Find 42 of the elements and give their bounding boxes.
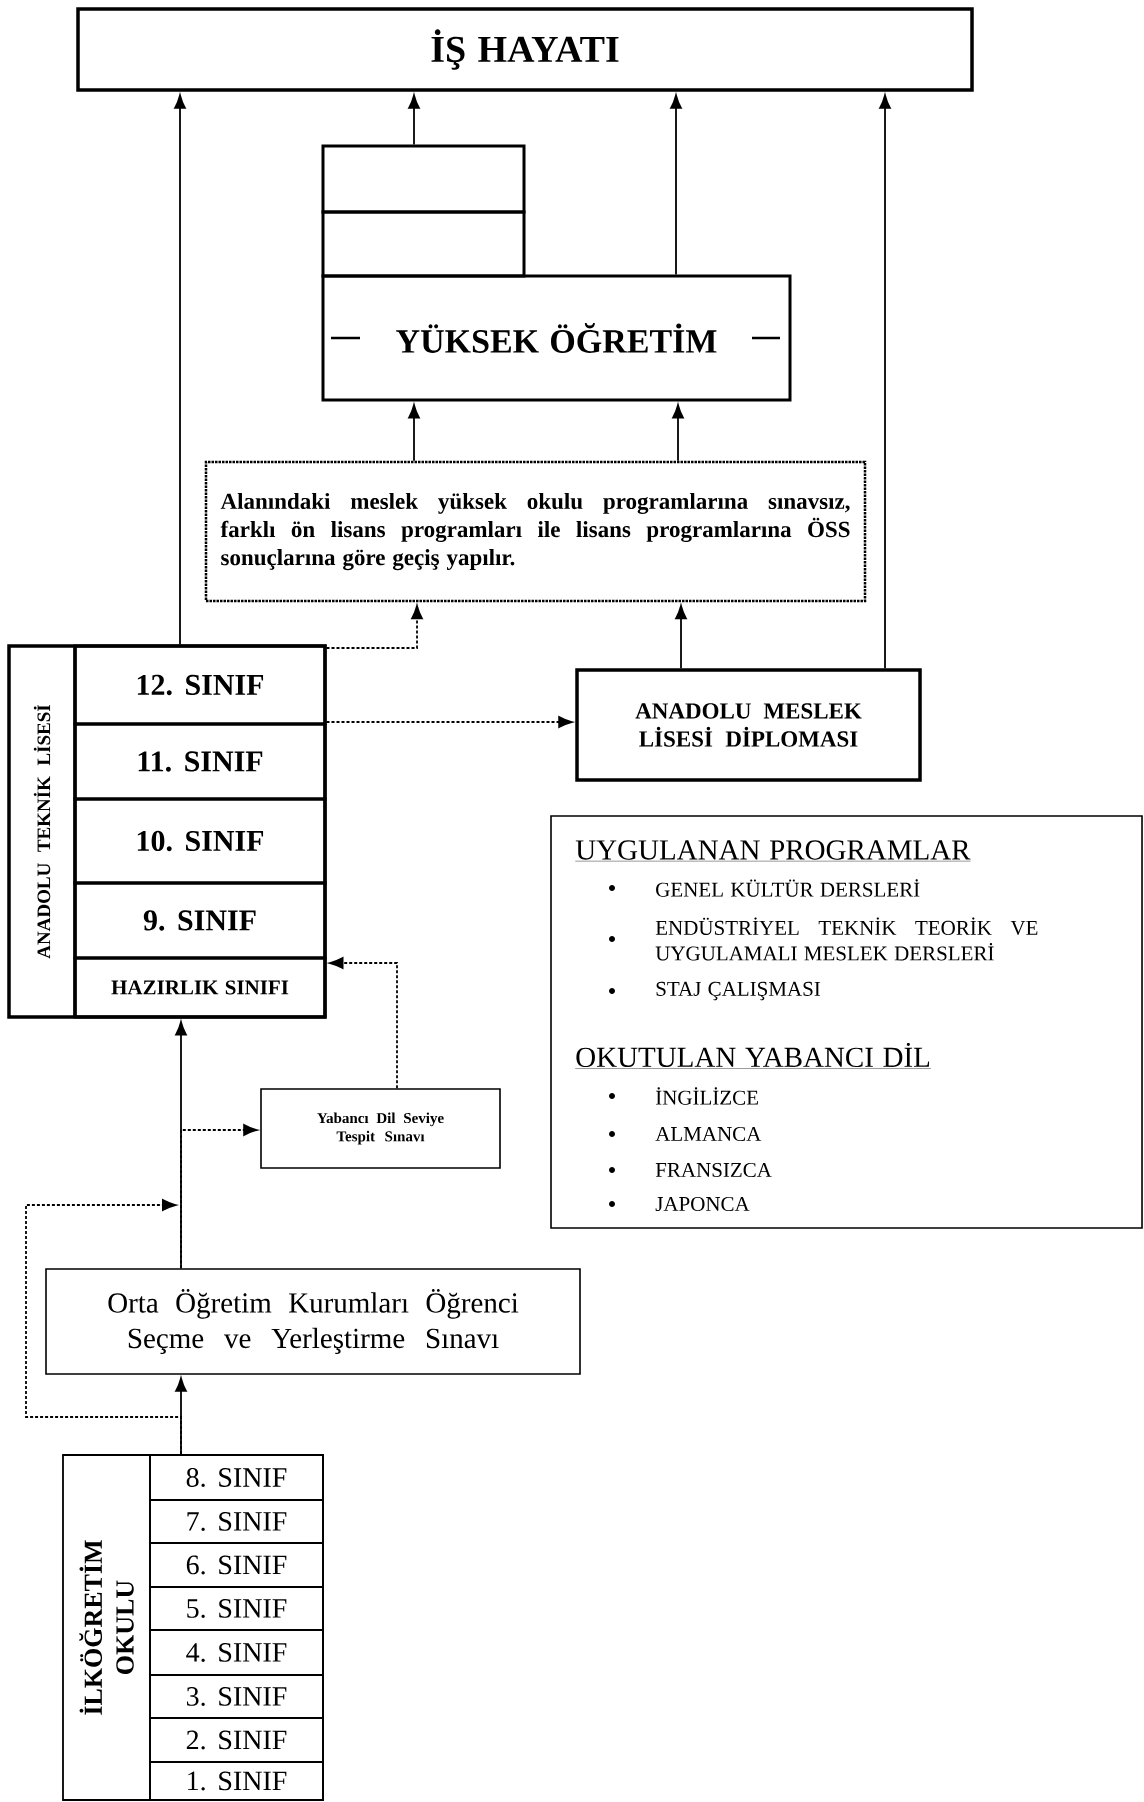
arrow xyxy=(180,1124,258,1270)
arrow xyxy=(325,605,423,649)
arrow xyxy=(672,404,684,462)
arrow xyxy=(25,1199,182,1455)
arrow xyxy=(879,94,891,670)
bullet-item: ALMANCA xyxy=(609,1126,762,1142)
list-heading: OKUTULAN YABANCI DİL xyxy=(575,1042,932,1069)
bullet-item: GENEL KÜLTÜR DERSLERİ xyxy=(609,879,920,897)
exam-box: Yabancı Dil Seviye Tespit Sınavı xyxy=(260,1088,501,1169)
grade-row: 9. SINIF xyxy=(73,881,327,960)
empty-box xyxy=(321,144,526,214)
arrow xyxy=(329,957,398,1090)
grade-row: HAZIRLIK SINIFI xyxy=(73,956,327,1019)
arrow xyxy=(174,94,186,646)
bullet-item: ENDÜSTRİYEL TEKNİK TEORİK VE UYGULAMALI MESLEK DERSLERİ xyxy=(609,917,1038,961)
diploma-box: ANADOLU MESLEK LİSESİ DİPLOMASI xyxy=(575,668,922,782)
grade-row: 11. SINIF xyxy=(73,722,327,801)
arrow xyxy=(670,94,682,276)
grade-row: 3. SINIF xyxy=(149,1674,324,1719)
bullet-item: STAJ ÇALIŞMASI xyxy=(609,981,821,1001)
grade-row: 2. SINIF xyxy=(149,1717,324,1763)
grade-row: 10. SINIF xyxy=(73,797,327,885)
list-heading: UYGULANAN PROGRAMLAR xyxy=(575,840,971,862)
grade-row: 6. SINIF xyxy=(149,1542,324,1588)
node-label: 12. SINIF xyxy=(137,674,264,696)
note-box: Alanındaki meslek yüksek okulu programlarına sınavsız, farklı ön lisans programları ile lisans programlarına ÖSS sonuçlarına göre geçiş yapılır. xyxy=(204,460,867,603)
exam-box: Orta Öğretim Kurumları Öğrenci Seçme ve Yerleştirme Sınavı xyxy=(45,1268,581,1375)
grade-row: 4. SINIF xyxy=(149,1629,324,1676)
bullet-item: İNGİLİZCE xyxy=(609,1087,758,1105)
node-label: 8. SINIF xyxy=(186,1468,287,1488)
grade-row: 1. SINIF xyxy=(149,1761,324,1801)
arrow xyxy=(675,605,687,670)
empty-box xyxy=(321,210,526,278)
grade-row: 7. SINIF xyxy=(149,1499,324,1544)
arrow xyxy=(408,404,420,462)
arrow xyxy=(325,716,573,728)
institution-box: YÜKSEK ÖĞRETİM xyxy=(321,274,792,402)
bullet-item: FRANSIZCA xyxy=(609,1162,772,1178)
heading-box: İŞ HAYATI xyxy=(76,7,974,92)
grade-row: 5. SINIF xyxy=(149,1586,324,1631)
bullet-item: JAPONCA xyxy=(609,1196,750,1212)
arrow xyxy=(408,94,420,146)
